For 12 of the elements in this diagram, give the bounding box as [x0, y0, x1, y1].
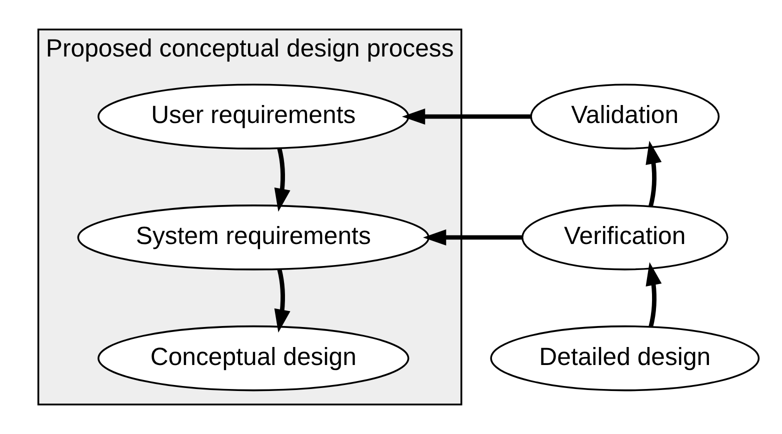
- arrow: [645, 140, 662, 207]
- arrow: [645, 262, 662, 328]
- arrow: [274, 148, 290, 212]
- arrow: [401, 108, 531, 125]
- arrow: [422, 229, 522, 246]
- arrow: [274, 268, 290, 333]
- node-ellipse: Detailed design: [490, 325, 760, 392]
- node-ellipse: User requirements: [97, 84, 409, 150]
- node-ellipse: System requirements: [76, 204, 429, 270]
- node-ellipse: Validation: [530, 84, 720, 150]
- node-ellipse: Verification: [520, 204, 728, 270]
- node-ellipse: Conceptual design: [97, 325, 409, 392]
